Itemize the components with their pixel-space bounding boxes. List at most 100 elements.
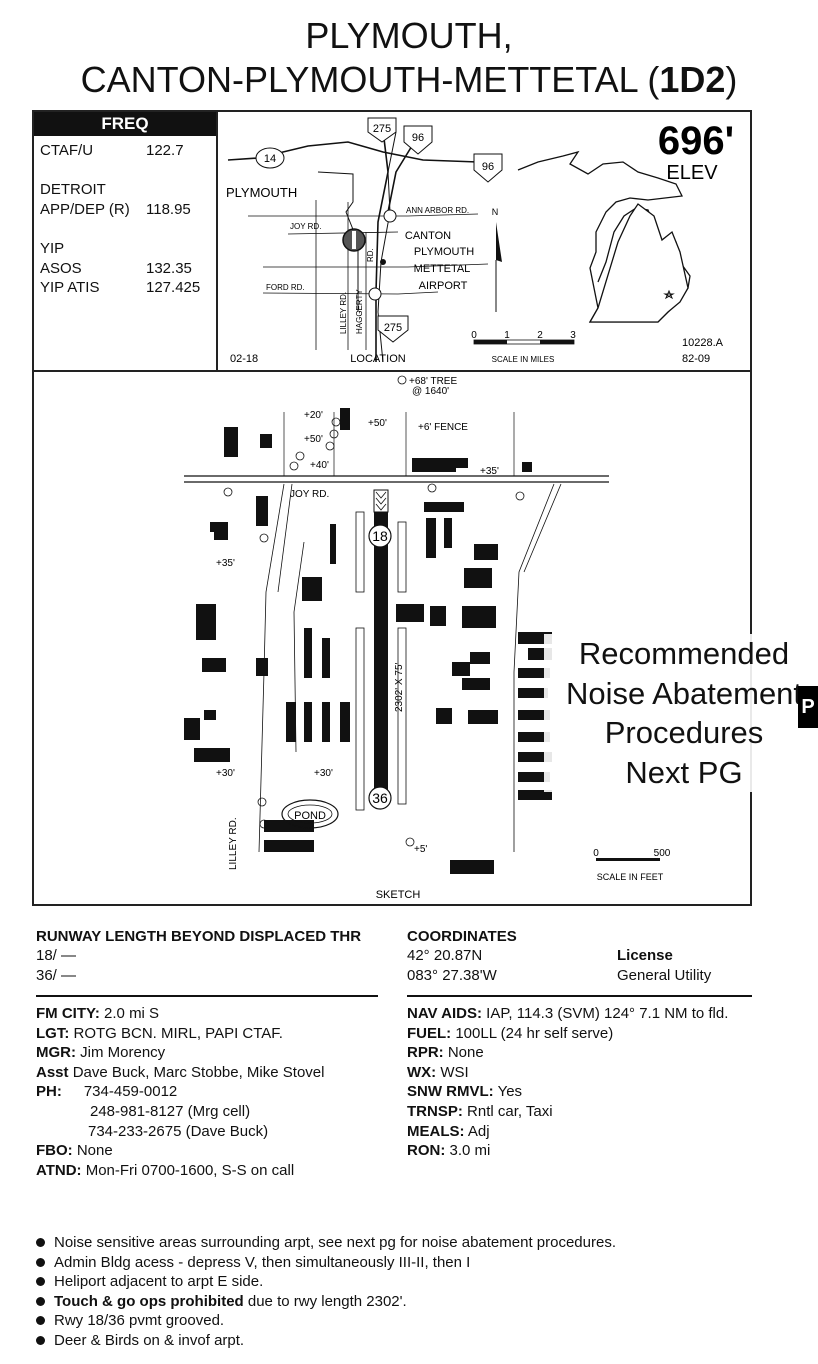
navaids-label: NAV AIDS: [407, 1005, 482, 1022]
navaids-value: IAP, 114.3 (SVM) 124° 7.1 NM to fld. [486, 1005, 729, 1022]
buildings [184, 408, 552, 874]
route-14-label: 14 [264, 153, 276, 165]
trnsp-label: TRNSP: [407, 1102, 463, 1120]
yip-label: YIP [40, 240, 65, 257]
plymouth-label: PLYMOUTH [226, 185, 297, 200]
atis-value: 127.425 [146, 279, 201, 296]
scale-3: 3 [570, 330, 576, 341]
chart-code-2: 82-09 [682, 353, 710, 365]
runway-36-label: 36 [372, 790, 388, 806]
rpr-value: None [447, 1044, 484, 1062]
runway-18-36 [374, 512, 388, 800]
sketch-scale-0: 0 [593, 848, 599, 859]
noise-line-3: Procedures [604, 715, 764, 750]
route-96-label: 96 [412, 132, 424, 144]
panel-divider [216, 110, 218, 370]
asos-value: 132.35 [146, 260, 192, 277]
appdep-label: APP/DEP (R) [40, 201, 130, 218]
route-275-label: 275 [373, 123, 391, 135]
atnd-value: Mon-Fri 0700-1600, S-S on call [85, 1161, 295, 1179]
airport-id: 1D2 [659, 59, 726, 100]
airport-name-line4: AIRPORT [419, 280, 468, 292]
elevation-value: 696' [658, 119, 734, 163]
phone-3: 734-233-2675 (Dave Buck) [88, 1122, 269, 1140]
coordinates-heading: COORDINATES [407, 928, 517, 945]
city-title: PLYMOUTH, [305, 15, 513, 56]
chart-code-1: 10228.A [682, 337, 724, 349]
fm-city-value: 2.0 mi S [104, 1005, 160, 1022]
height-35-label-a: +35' [480, 466, 499, 477]
noise-line-4: Next PG [625, 754, 743, 790]
phone-1: 734-459-0012 [83, 1083, 178, 1101]
scale-0: 0 [471, 330, 477, 341]
wx-label: WX: [407, 1063, 437, 1081]
remark-2: Admin Bldg acess - depress V, then simul… [54, 1253, 471, 1271]
remark-item: Heliport adjacent to arpt E side. [34, 1272, 804, 1292]
joy-rd-label: JOY RD. [290, 222, 321, 231]
license-value: General Utility [617, 967, 712, 984]
sketch-scale-label: SCALE IN FEET [597, 872, 664, 882]
snw-rmvl-label: SNW RMVL: [407, 1083, 494, 1101]
noise-line-2: Noise Abatement [565, 675, 803, 711]
lgt-value: ROTG BCN. MIRL, PAPI CTAF. [73, 1024, 283, 1042]
pond-label: POND [294, 810, 326, 822]
airport-name-line1: CANTON [405, 230, 451, 242]
runway-18-thr: 18/ — [36, 947, 77, 964]
sketch-scale-bar [596, 858, 660, 861]
fence-label: +6' FENCE [418, 422, 468, 433]
height-40-label: +40' [310, 460, 329, 471]
remark-6: Deer & Birds on & invof arpt. [54, 1331, 245, 1349]
tree-note-2: @ 1640' [412, 386, 449, 397]
scale-2: 2 [537, 330, 543, 341]
remarks-list: Noise sensitive areas surrounding arpt, … [34, 1233, 804, 1350]
meals-value: Adj [467, 1122, 490, 1140]
location-label: LOCATION [350, 353, 405, 365]
lilley-rd-sketch-label: LILLEY RD. [228, 817, 239, 870]
left-info: FM CITY: 2.0 mi S LGT: ROTG BCN. MIRL, P… [36, 1004, 406, 1180]
lilley-rd-label: LILLEY RD. [339, 292, 348, 334]
mgr-value: Jim Morency [80, 1044, 166, 1062]
bullet-icon [36, 1296, 45, 1306]
north-arrow-icon [496, 222, 502, 262]
divider-right [407, 995, 752, 997]
trnsp-value: Rntl car, Taxi [467, 1102, 553, 1120]
ann-arbor-rd-label: ANN ARBOR RD. [406, 206, 469, 215]
remark-item: Noise sensitive areas surrounding arpt, … [34, 1233, 804, 1253]
fuel-value: 100LL (24 hr self serve) [455, 1024, 614, 1042]
remark-3: Heliport adjacent to arpt E side. [54, 1273, 264, 1290]
page-tab: P [798, 686, 818, 728]
airport-sketch: 18 36 2302' X 75' POND +68' TREE @ 1640'… [184, 375, 671, 901]
atnd-label: ATND: [36, 1161, 82, 1179]
remark-item: Touch & go ops prohibited due to rwy len… [34, 1292, 804, 1312]
runway-18-label: 18 [372, 528, 388, 544]
lgt-label: LGT: [36, 1024, 70, 1042]
remark-item: Admin Bldg acess - depress V, then simul… [34, 1253, 804, 1273]
meals-label: MEALS: [407, 1122, 465, 1140]
fm-city-label: FM CITY: [36, 1005, 100, 1022]
airport-name: CANTON-PLYMOUTH-METTETAL ( [80, 59, 660, 100]
right-info: NAV AIDS: IAP, 114.3 (SVM) 124° 7.1 NM t… [407, 1004, 812, 1161]
divider-left [36, 995, 378, 997]
remark-4-rest: due to rwy length 2302'. [243, 1292, 407, 1310]
joy-rd-sketch-label: JOY RD. [290, 489, 329, 500]
airport-suffix: ) [725, 59, 738, 100]
longitude: 083° 27.38'W [407, 967, 497, 984]
runway-length-heading: RUNWAY LENGTH BEYOND DISPLACED THR [36, 928, 362, 945]
height-20-label: +20' [304, 410, 323, 421]
remark-5: Rwy 18/36 pvmt grooved. [54, 1312, 225, 1329]
fbo-value: None [76, 1142, 113, 1160]
rpr-label: RPR: [407, 1044, 444, 1062]
asst-value: Dave Buck, Marc Stobbe, Mike Stovel [72, 1063, 325, 1081]
airport-name-line3: METTETAL [414, 263, 471, 275]
north-label: N [492, 207, 499, 217]
ron-label: RON: [407, 1142, 446, 1160]
remark-item: Rwy 18/36 pvmt grooved. [34, 1311, 804, 1331]
height-50-label-b: +50' [304, 434, 323, 445]
ford-rd-label: FORD RD. [266, 283, 305, 292]
chart-date: 02-18 [230, 353, 258, 365]
asst-label: Asst [36, 1063, 69, 1081]
remark-item: Deer & Birds on & invof arpt. [34, 1331, 804, 1351]
remark-1: Noise sensitive areas surrounding arpt, … [54, 1234, 616, 1251]
snw-rmvl-value: Yes [497, 1083, 523, 1101]
runway-dimensions: 2302' X 75' [394, 662, 405, 712]
